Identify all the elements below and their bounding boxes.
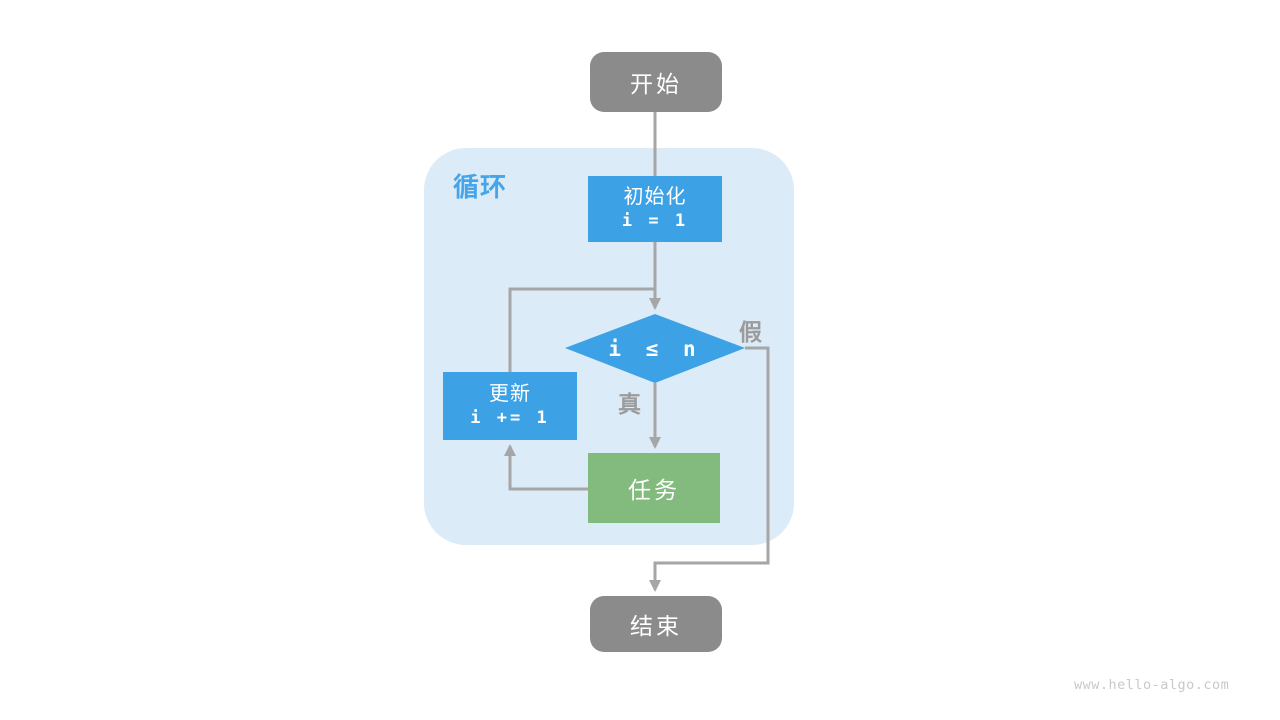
- start-node-label: 开始: [630, 71, 682, 97]
- edge-update-loopback: [508, 287, 655, 372]
- end-node-label: 结束: [630, 613, 682, 639]
- init-node: 初始化 i = 1: [588, 176, 722, 242]
- task-node-label: 任务: [628, 477, 680, 503]
- end-node: 结束: [590, 596, 722, 652]
- loop-container-label: 循环: [453, 172, 508, 202]
- task-node: 任务: [588, 453, 720, 523]
- edge-task-to-update: [504, 444, 588, 491]
- update-node: 更新 i += 1: [443, 372, 577, 440]
- init-node-title: 初始化: [623, 186, 687, 209]
- update-node-code: i += 1: [470, 408, 550, 429]
- start-node: 开始: [590, 52, 722, 112]
- true-branch-label: 真: [618, 391, 641, 417]
- update-node-title: 更新: [489, 383, 531, 406]
- condition-diamond: [565, 314, 745, 383]
- edge-condition-to-end: [649, 346, 770, 592]
- condition-node-code: i ≤ n: [608, 337, 702, 361]
- watermark: www.hello-algo.com: [1074, 677, 1230, 693]
- false-branch-label: 假: [739, 319, 762, 345]
- init-node-code: i = 1: [621, 211, 689, 232]
